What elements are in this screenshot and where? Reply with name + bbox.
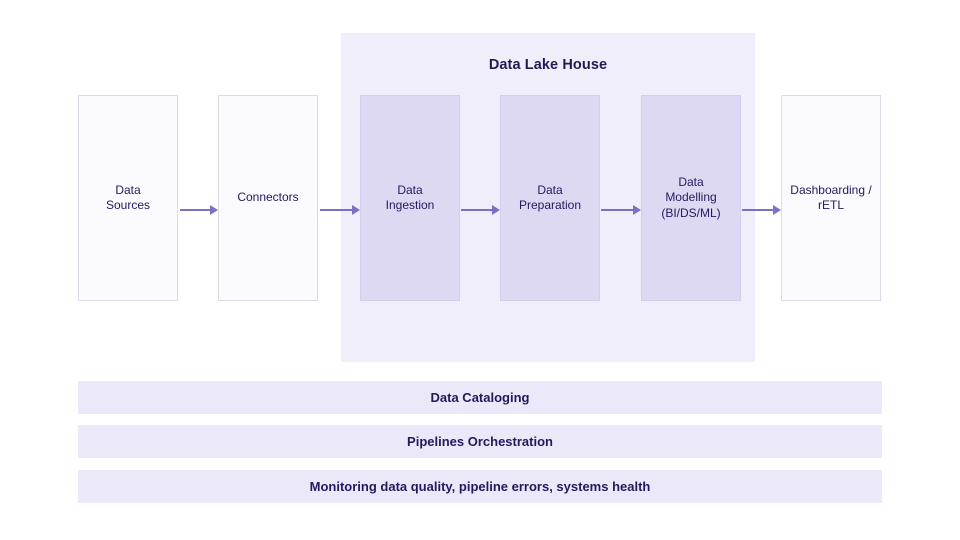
stage-box-data-sources[interactable]: Data Sources [78, 95, 178, 301]
arrow-shaft [742, 209, 773, 211]
arrow-head [352, 205, 360, 215]
arrow-right-icon-data-modelling-to-dashboarding [742, 205, 781, 215]
stage-label-data-preparation: Data Preparation [518, 182, 582, 213]
data-lake-house-title: Data Lake House [488, 57, 608, 73]
stage-label-data-ingestion: Data Ingestion [385, 182, 435, 213]
stage-label-data-modelling: Data Modelling (BI/DS/ML) [661, 174, 721, 220]
stage-box-data-modelling[interactable]: Data Modelling (BI/DS/ML) [641, 95, 741, 301]
arrow-right-icon-data-preparation-to-data-modelling [601, 205, 641, 215]
cross-cutting-bar-pipelines-orchestration[interactable]: Pipelines Orchestration [78, 425, 882, 458]
arrow-right-icon-data-ingestion-to-data-preparation [461, 205, 500, 215]
bar-label-monitoring: Monitoring data quality, pipeline errors… [309, 479, 651, 494]
stage-box-data-preparation[interactable]: Data Preparation [500, 95, 600, 301]
bar-label-pipelines-orchestration: Pipelines Orchestration [407, 434, 553, 449]
bar-label-data-cataloging: Data Cataloging [430, 390, 530, 405]
stage-box-connectors[interactable]: Connectors [218, 95, 318, 301]
stage-box-data-ingestion[interactable]: Data Ingestion [360, 95, 460, 301]
arrow-head [210, 205, 218, 215]
cross-cutting-bar-data-cataloging[interactable]: Data Cataloging [78, 381, 882, 414]
arrow-shaft [601, 209, 633, 211]
arrow-head [492, 205, 500, 215]
arrow-head [633, 205, 641, 215]
arrow-shaft [180, 209, 210, 211]
arrow-head [773, 205, 781, 215]
stage-box-dashboarding[interactable]: Dashboarding / rETL [781, 95, 881, 301]
stage-label-dashboarding: Dashboarding / rETL [790, 182, 872, 213]
stage-label-connectors: Connectors [237, 190, 299, 205]
arrow-right-icon-connectors-to-data-ingestion [320, 205, 360, 215]
cross-cutting-bar-monitoring[interactable]: Monitoring data quality, pipeline errors… [78, 470, 882, 503]
stage-label-data-sources: Data Sources [105, 182, 151, 213]
arrow-shaft [461, 209, 492, 211]
arrow-right-icon-data-sources-to-connectors [180, 205, 218, 215]
arrow-shaft [320, 209, 352, 211]
